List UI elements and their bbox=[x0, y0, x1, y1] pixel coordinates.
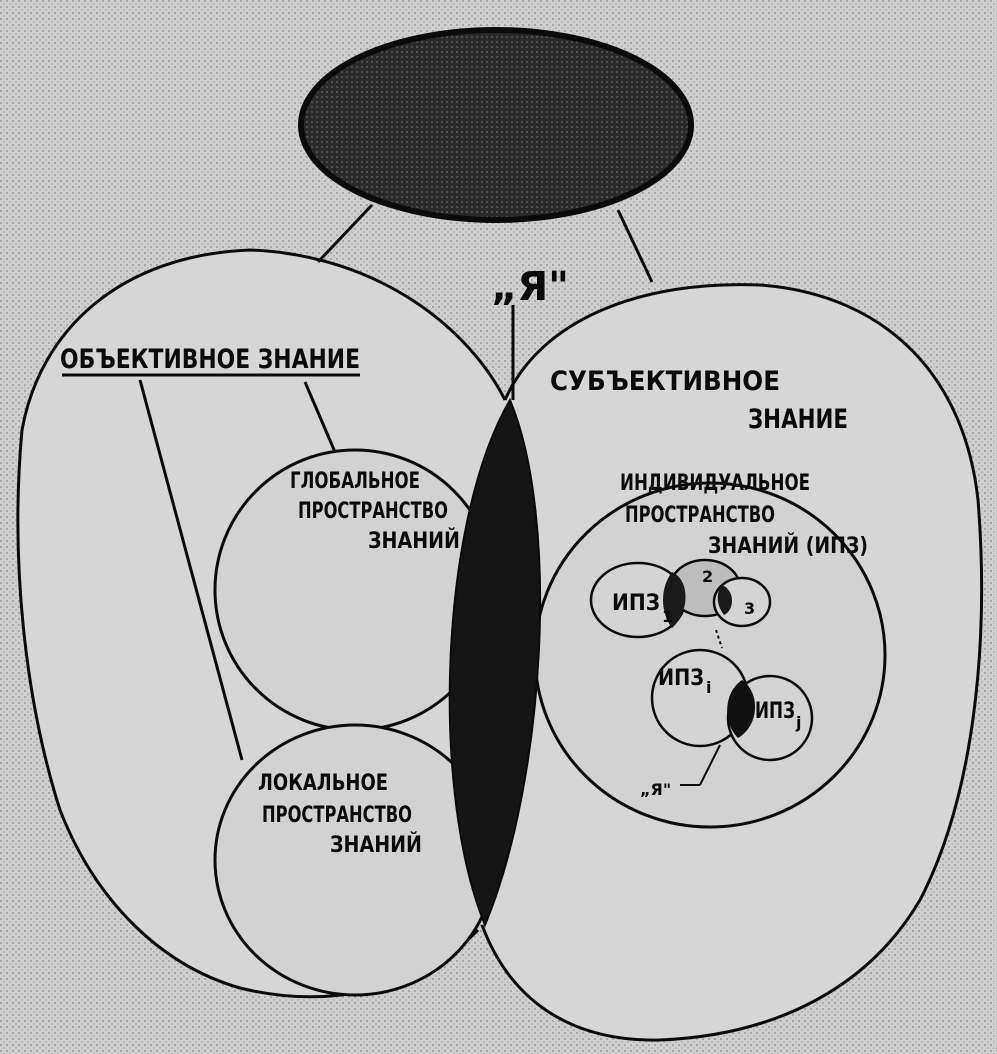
ipz2-subscript: 2 bbox=[702, 567, 713, 586]
ipz1-label: ИПЗ bbox=[612, 591, 660, 616]
local-label-line3: ЗНАНИЙ bbox=[330, 832, 422, 858]
global-label-line3: ЗНАНИЙ bbox=[368, 528, 460, 554]
ya-label: „Я" bbox=[491, 264, 569, 310]
subjective-knowledge-label-line2: ЗНАНИЕ bbox=[748, 404, 848, 435]
individual-label-line1: ИНДИВИДУАЛЬНОЕ bbox=[620, 471, 810, 496]
global-label-line2: ПРОСТРАНСТВО bbox=[298, 499, 448, 524]
ipz1-ipz2-overlap bbox=[663, 572, 686, 628]
ipz3-subscript: 3 bbox=[744, 599, 755, 618]
local-label-line1: ЛОКАЛЬНОЕ bbox=[258, 771, 388, 796]
global-label-line1: ГЛОБАЛЬНОЕ bbox=[290, 469, 420, 494]
ipz2-ipz3-overlap bbox=[717, 585, 733, 615]
local-label-line2: ПРОСТРАНСТВО bbox=[262, 803, 412, 828]
ipz-i-label: ИПЗ bbox=[658, 666, 704, 691]
ipz-i-j-overlap bbox=[727, 680, 756, 738]
small-ya-label: „Я" bbox=[640, 780, 671, 799]
individual-label-line3: ЗНАНИЙ (ИПЗ) bbox=[708, 533, 868, 559]
individual-label-line2: ПРОСТРАНСТВО bbox=[625, 503, 775, 528]
ipz-i-subscript: i bbox=[706, 678, 711, 697]
line-top-to-subjective bbox=[616, 209, 654, 283]
line-objective-to-local bbox=[138, 379, 244, 761]
ipz1-subscript: 1 bbox=[662, 607, 673, 626]
ipz-j-label: ИПЗ bbox=[755, 699, 795, 724]
top-node bbox=[298, 27, 694, 223]
objective-knowledge-label: ОБЪЕКТИВНОЕ ЗНАНИЕ bbox=[60, 344, 360, 375]
central-intersection-lens bbox=[448, 397, 542, 928]
ipz-j-subscript: j bbox=[795, 713, 801, 732]
line-objective-to-global bbox=[303, 381, 337, 453]
line-top-to-objective bbox=[316, 203, 374, 264]
subjective-knowledge-label-line1: СУБЪЕКТИВНОЕ bbox=[550, 366, 780, 397]
small-ya-pointer bbox=[699, 744, 721, 786]
